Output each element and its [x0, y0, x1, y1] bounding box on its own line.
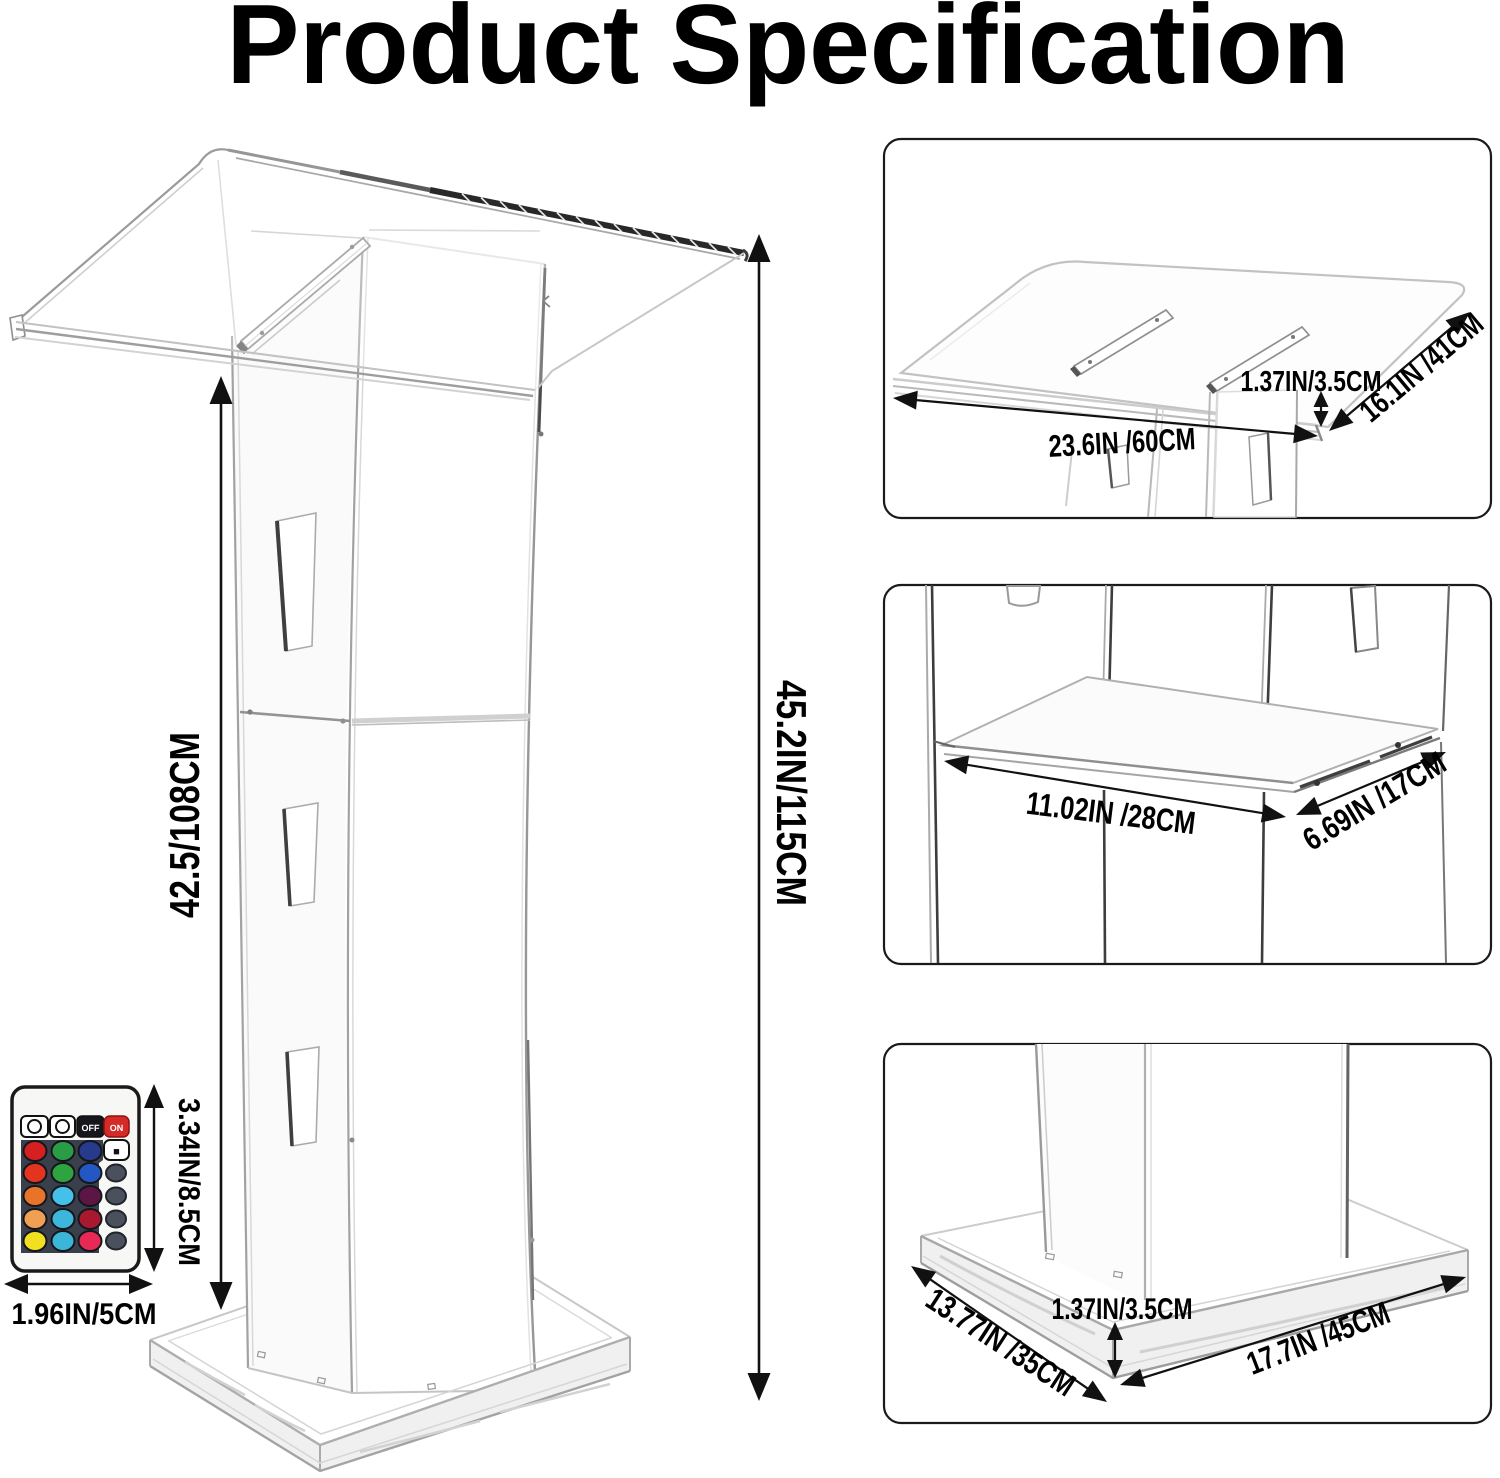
svg-text:45.2IN/115CM: 45.2IN/115CM: [768, 680, 815, 906]
svg-text:■: ■: [113, 1146, 120, 1158]
svg-text:OFF: OFF: [82, 1123, 100, 1133]
svg-text:3.34IN/8.5CM: 3.34IN/8.5CM: [172, 1098, 205, 1266]
svg-text:42.5/108CM: 42.5/108CM: [161, 732, 208, 918]
svg-text:23.6IN /60CM: 23.6IN /60CM: [1048, 421, 1197, 464]
svg-text:1.37IN/3.5CM: 1.37IN/3.5CM: [1052, 1293, 1193, 1326]
svg-text:1.37IN/3.5CM: 1.37IN/3.5CM: [1241, 366, 1382, 398]
svg-text:1.96IN/5CM: 1.96IN/5CM: [12, 1298, 157, 1331]
svg-text:Product Specification: Product Specification: [227, 0, 1350, 107]
svg-text:ON: ON: [110, 1123, 124, 1133]
